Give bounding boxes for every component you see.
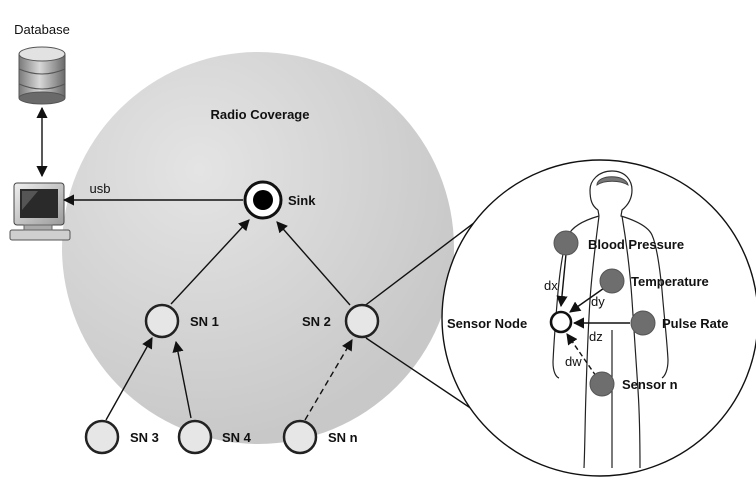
temperature-label: Temperature — [631, 274, 709, 289]
edge-sn1-sink — [170, 219, 250, 305]
edge-sensorn-sensor — [566, 333, 597, 377]
sensor-n-label: Sensor n — [622, 377, 678, 392]
edge-sn3-sn1 — [105, 337, 153, 421]
blood-pressure-label: Blood Pressure — [588, 237, 684, 252]
body-network-circle — [441, 159, 756, 477]
temperature-sensor — [599, 268, 625, 294]
head-cap-icon — [596, 176, 629, 187]
usb-label: usb — [90, 181, 111, 196]
sn3-node — [84, 419, 120, 455]
dy-label: dy — [591, 294, 605, 309]
human-body-outline — [552, 170, 669, 469]
database-label: Database — [14, 22, 70, 37]
sensor-node — [549, 310, 573, 334]
radio-coverage-area — [62, 52, 454, 444]
sensor-node-label: Sensor Node — [447, 316, 527, 331]
snn-node — [282, 419, 318, 455]
computer-icon — [9, 182, 71, 241]
dw-label: dw — [565, 354, 582, 369]
blood-pressure-sensor — [553, 230, 579, 256]
edge-bloodpressure-sensor — [556, 253, 568, 308]
sn2-label: SN 2 — [302, 314, 331, 329]
dx-label: dx — [544, 278, 558, 293]
sink-label: Sink — [288, 193, 316, 208]
edge-sn2-sink — [276, 221, 351, 306]
sn4-label: SN 4 — [222, 430, 252, 445]
sensor-n — [589, 371, 615, 397]
pulse-rate-sensor — [630, 310, 656, 336]
sn2-node — [344, 303, 380, 339]
sn3-label: SN 3 — [130, 430, 159, 445]
radio-coverage-label: Radio Coverage — [211, 107, 310, 122]
dz-label: dz — [589, 329, 603, 344]
sn1-node — [144, 303, 180, 339]
edge-sn4-sn1 — [172, 340, 192, 419]
edge-snn-sn2 — [304, 339, 353, 421]
sn1-label: SN 1 — [190, 314, 219, 329]
sn4-node — [177, 419, 213, 455]
snn-label: SN n — [328, 430, 358, 445]
sink-node — [243, 180, 283, 220]
pulse-rate-label: Pulse Rate — [662, 316, 728, 331]
edge-temperature-sensor — [569, 285, 608, 313]
database-icon — [18, 46, 66, 105]
